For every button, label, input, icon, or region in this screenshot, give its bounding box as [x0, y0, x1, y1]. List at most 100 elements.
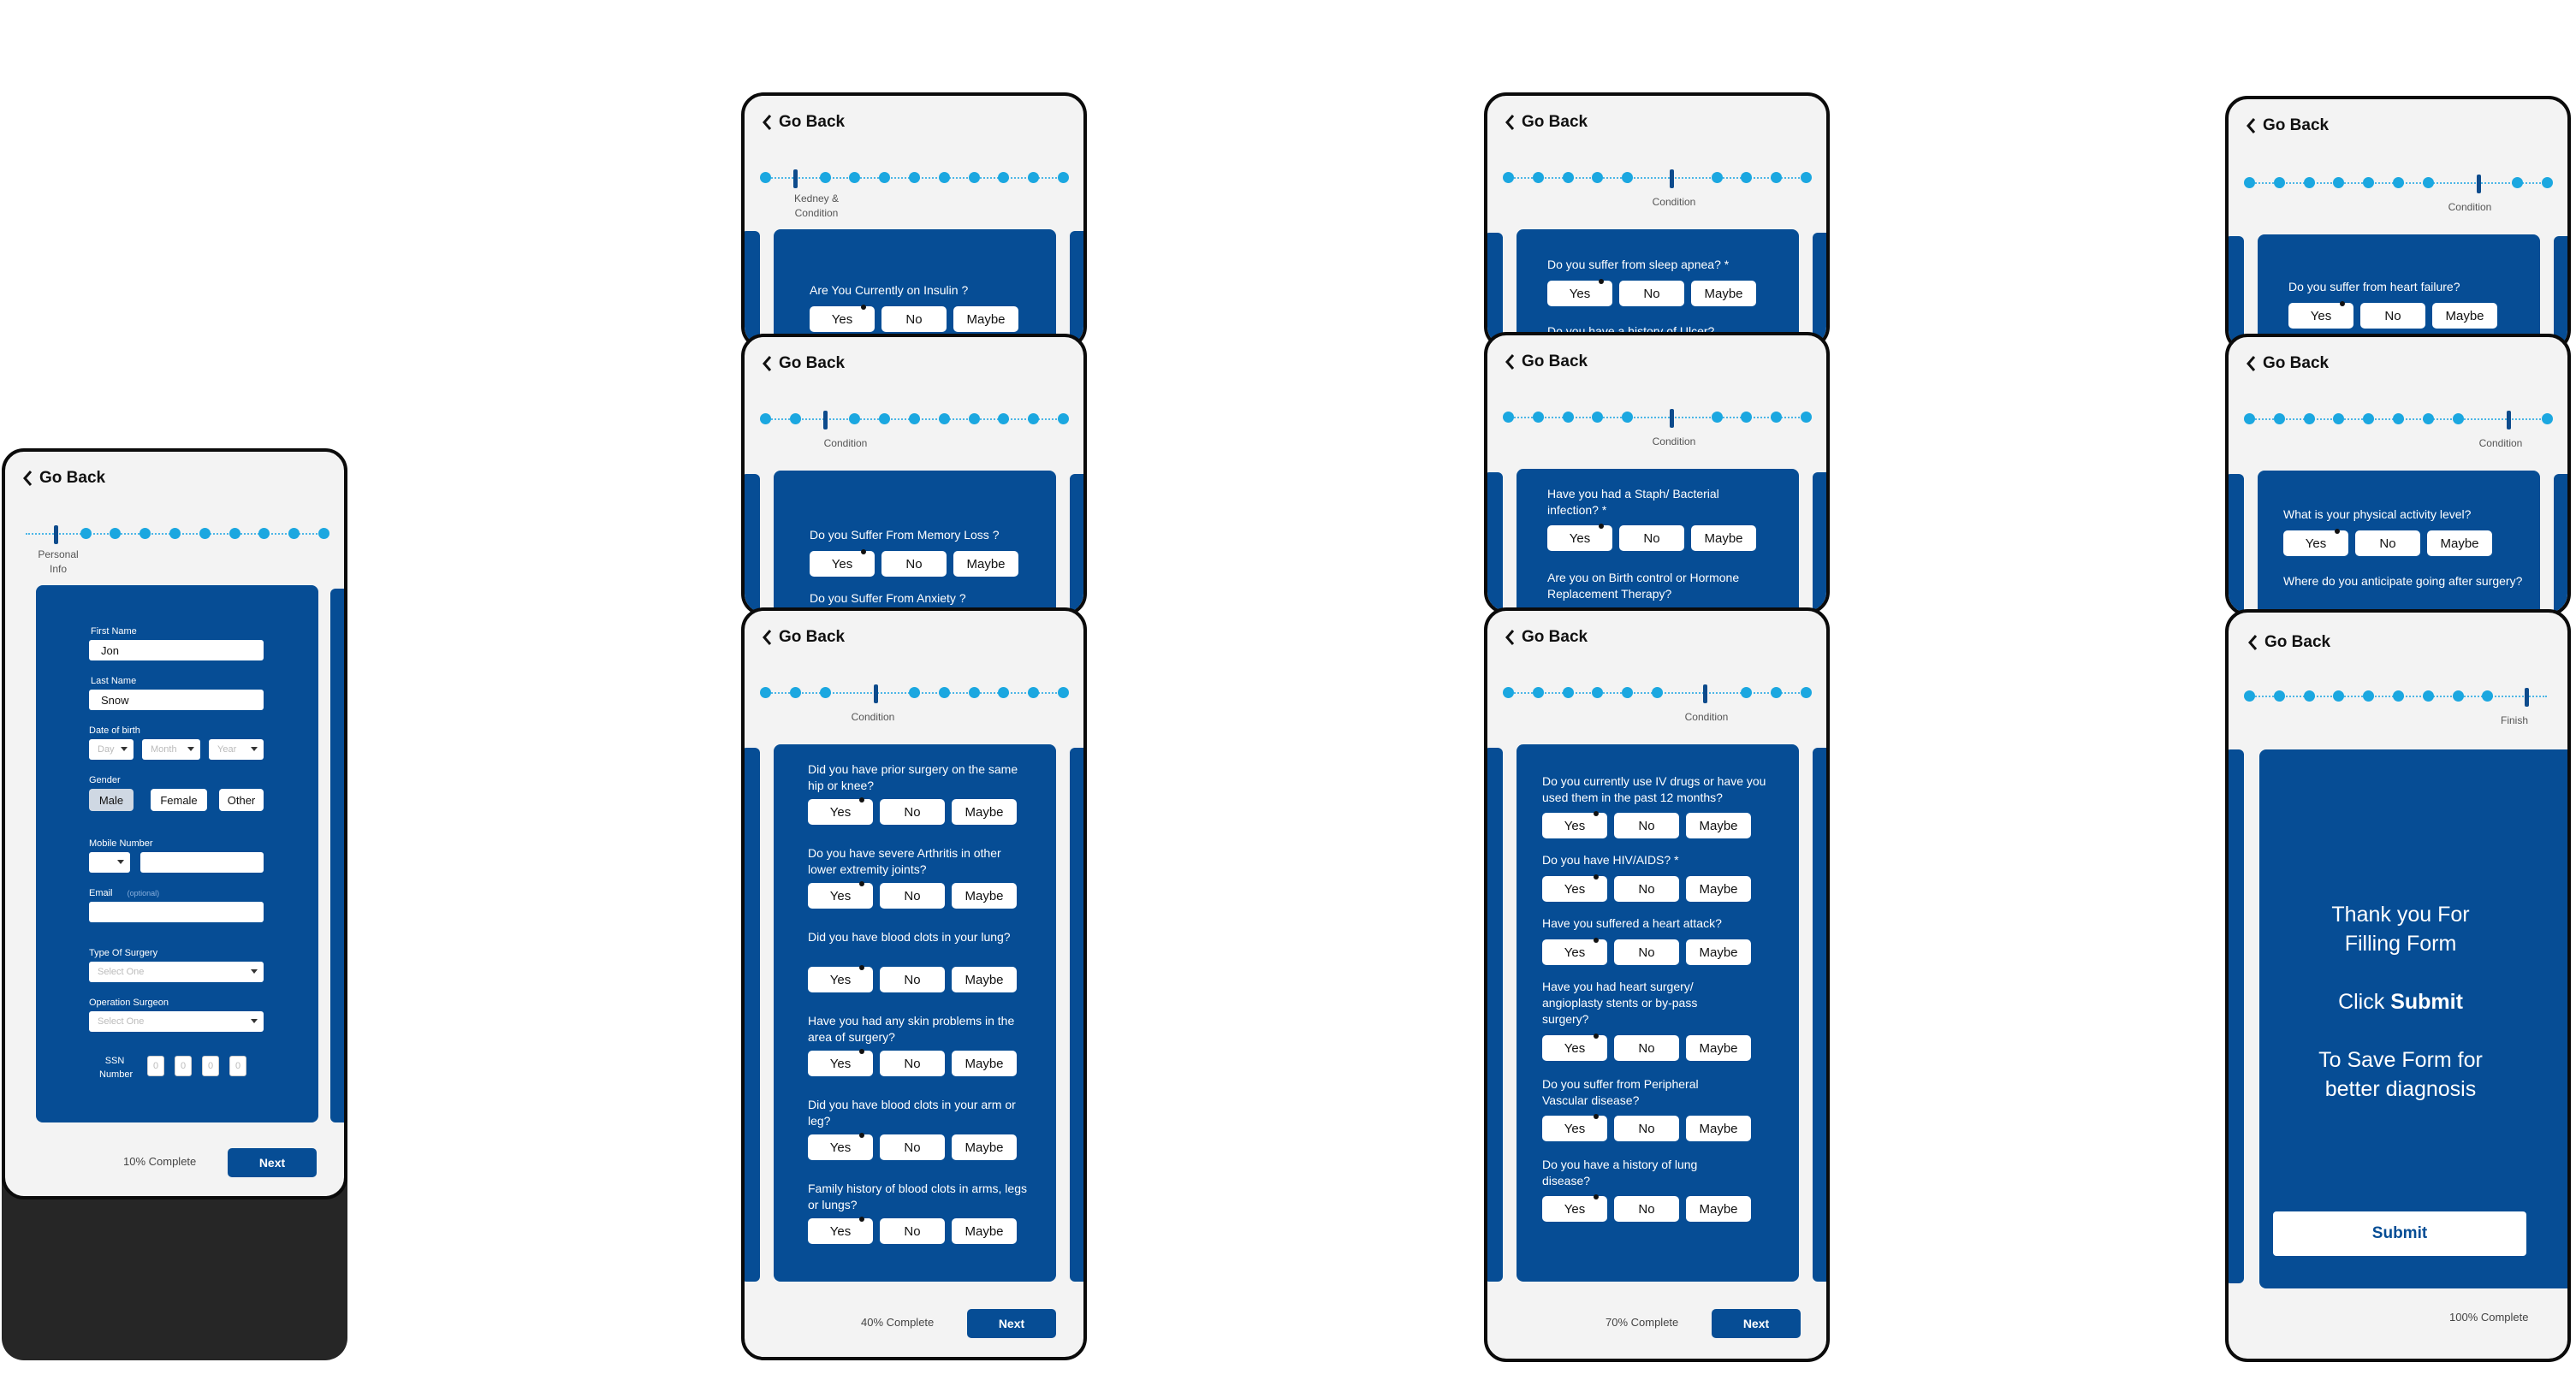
- gender-other-option[interactable]: Other: [219, 789, 264, 811]
- maybe-button[interactable]: Maybe: [2432, 303, 2497, 329]
- dob-month-select[interactable]: Month: [142, 739, 200, 760]
- no-button[interactable]: No: [2355, 530, 2420, 556]
- go-back-button[interactable]: Go Back: [2247, 633, 2330, 652]
- yes-button[interactable]: Yes: [808, 1049, 873, 1076]
- yes-button[interactable]: Yes: [810, 549, 875, 577]
- yes-button[interactable]: Yes: [2288, 301, 2353, 329]
- thanks-line-2: Filling Form: [2344, 932, 2457, 956]
- go-back-button[interactable]: Go Back: [762, 354, 845, 373]
- ssn-digit-3[interactable]: 0: [202, 1056, 219, 1076]
- ssn-digit-1[interactable]: 0: [147, 1056, 164, 1076]
- go-back-button[interactable]: Go Back: [762, 628, 845, 647]
- yes-button[interactable]: Yes: [1542, 811, 1607, 838]
- yes-button[interactable]: Yes: [808, 881, 873, 909]
- maybe-button[interactable]: Maybe: [952, 967, 1017, 992]
- yes-button[interactable]: Yes: [1542, 1114, 1607, 1141]
- maybe-button[interactable]: Maybe: [1691, 525, 1756, 551]
- no-button[interactable]: No: [880, 967, 945, 992]
- dob-day-select[interactable]: Day: [89, 739, 134, 760]
- yes-button[interactable]: Yes: [1547, 524, 1612, 551]
- country-code-select[interactable]: [89, 852, 130, 873]
- no-button[interactable]: No: [1614, 1035, 1679, 1061]
- no-button[interactable]: No: [881, 551, 947, 577]
- no-button[interactable]: No: [880, 1134, 945, 1160]
- ssn-digit-4[interactable]: 0: [229, 1056, 246, 1076]
- no-button[interactable]: No: [1614, 939, 1679, 965]
- go-back-button[interactable]: Go Back: [1505, 352, 1588, 371]
- next-button[interactable]: Next: [1712, 1309, 1801, 1338]
- maybe-button[interactable]: Maybe: [953, 306, 1018, 332]
- step-label: Condition: [2448, 201, 2492, 213]
- go-back-button[interactable]: Go Back: [2246, 354, 2329, 373]
- question-text: What is your physical activity level?: [2283, 507, 2472, 521]
- yes-button[interactable]: Yes: [1542, 1034, 1607, 1061]
- maybe-button[interactable]: Maybe: [1691, 281, 1756, 306]
- go-back-button[interactable]: Go Back: [2246, 116, 2329, 135]
- chevron-left-icon: [2248, 635, 2258, 650]
- email-field[interactable]: [89, 902, 264, 922]
- go-back-button[interactable]: Go Back: [762, 113, 845, 132]
- dob-year-select[interactable]: Year: [209, 739, 264, 760]
- surgeon-select[interactable]: Select One: [89, 1011, 264, 1032]
- go-back-label: Go Back: [1522, 628, 1588, 646]
- maybe-button[interactable]: Maybe: [1686, 1035, 1751, 1061]
- gender-male-option[interactable]: Male: [89, 789, 134, 811]
- no-button[interactable]: No: [880, 1051, 945, 1076]
- yes-button[interactable]: Yes: [1542, 938, 1607, 965]
- save-line-2: better diagnosis: [2324, 1077, 2477, 1101]
- yes-button[interactable]: Yes: [808, 1217, 873, 1244]
- maybe-button[interactable]: Maybe: [952, 883, 1017, 909]
- maybe-button[interactable]: Maybe: [1686, 1116, 1751, 1141]
- question-text: Do you currently use IV drugs or have yo…: [1542, 774, 1766, 804]
- no-button[interactable]: No: [880, 883, 945, 909]
- no-button[interactable]: No: [880, 1218, 945, 1244]
- yes-button[interactable]: Yes: [1547, 279, 1612, 306]
- mobile-field[interactable]: [140, 852, 264, 873]
- next-card-peek: [1813, 748, 1826, 1282]
- last-name-field[interactable]: Snow: [89, 690, 264, 710]
- no-button[interactable]: No: [2360, 303, 2425, 329]
- no-button[interactable]: No: [1619, 281, 1684, 306]
- yes-button[interactable]: Yes: [1542, 1194, 1607, 1222]
- maybe-button[interactable]: Maybe: [952, 1134, 1017, 1160]
- chevron-left-icon: [763, 630, 772, 645]
- yes-button[interactable]: Yes: [808, 965, 873, 992]
- next-button[interactable]: Next: [228, 1148, 317, 1177]
- gender-female-option[interactable]: Female: [151, 789, 207, 811]
- yes-button[interactable]: Yes: [1542, 874, 1607, 902]
- maybe-button[interactable]: Maybe: [1686, 1196, 1751, 1222]
- yes-button[interactable]: Yes: [810, 305, 875, 332]
- email-optional-note: (optional): [127, 889, 160, 897]
- maybe-button[interactable]: Maybe: [1686, 876, 1751, 902]
- maybe-button[interactable]: Maybe: [952, 1051, 1017, 1076]
- ssn-digit-2[interactable]: 0: [175, 1056, 192, 1076]
- maybe-button[interactable]: Maybe: [2427, 530, 2492, 556]
- yes-button[interactable]: Yes: [2283, 529, 2348, 556]
- no-button[interactable]: No: [1619, 525, 1684, 551]
- first-name-field[interactable]: Jon: [89, 640, 264, 660]
- maybe-button[interactable]: Maybe: [1686, 939, 1751, 965]
- go-back-button[interactable]: Go Back: [1505, 113, 1588, 132]
- go-back-button[interactable]: Go Back: [22, 469, 105, 488]
- next-button[interactable]: Next: [967, 1309, 1056, 1338]
- no-button[interactable]: No: [1614, 813, 1679, 838]
- yes-button[interactable]: Yes: [808, 1133, 873, 1160]
- maybe-button[interactable]: Maybe: [953, 551, 1018, 577]
- progress-stepper: [1503, 169, 1812, 188]
- maybe-button[interactable]: Maybe: [952, 1218, 1017, 1244]
- surgery-type-select[interactable]: Select One: [89, 962, 264, 982]
- go-back-button[interactable]: Go Back: [1505, 628, 1588, 647]
- click-submit-text: Click Submit: [2338, 990, 2463, 1014]
- chevron-left-icon: [763, 356, 772, 371]
- no-button[interactable]: No: [1614, 1196, 1679, 1222]
- no-button[interactable]: No: [880, 799, 945, 825]
- no-button[interactable]: No: [881, 306, 947, 332]
- chevron-left-icon: [23, 471, 33, 486]
- no-button[interactable]: No: [1614, 876, 1679, 902]
- maybe-button[interactable]: Maybe: [1686, 813, 1751, 838]
- yes-button[interactable]: Yes: [808, 797, 873, 825]
- maybe-button[interactable]: Maybe: [952, 799, 1017, 825]
- no-button[interactable]: No: [1614, 1116, 1679, 1141]
- question-card: What is your physical activity level? Ye…: [2258, 471, 2540, 613]
- submit-button[interactable]: Submit: [2273, 1211, 2526, 1256]
